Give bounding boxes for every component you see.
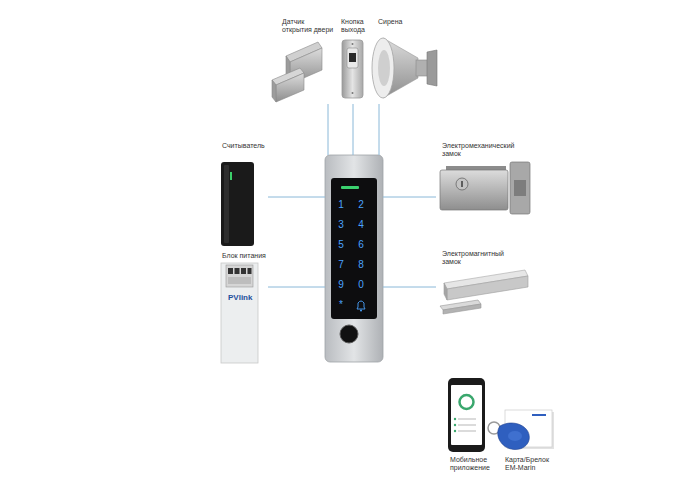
device-label: Считыватель (222, 142, 265, 150)
connection-line (328, 104, 329, 155)
button-key (347, 48, 358, 68)
connection-line (268, 197, 325, 198)
electromechanical-lock-picture (440, 162, 530, 214)
controller-housing (325, 155, 383, 362)
connection-line (268, 287, 325, 288)
key-label: 4 (354, 219, 368, 231)
phone-body (448, 378, 485, 452)
key-label: 5 (334, 239, 348, 251)
fingerprint-sensor (340, 325, 358, 343)
phone-screen (451, 385, 482, 445)
reader: Считыватель (216, 138, 268, 250)
terminal (241, 268, 246, 274)
keyhole (461, 181, 463, 187)
terminal-row (228, 277, 251, 284)
terminal-block (226, 265, 253, 287)
key-fob (498, 423, 530, 450)
strike-opening (514, 180, 526, 196)
device-label: Карта/Брелок EM-Marin (505, 456, 555, 472)
magnet-body (276, 73, 304, 102)
bell-icon (357, 301, 365, 309)
magnet-end (444, 283, 447, 300)
status-led (341, 186, 359, 189)
siren-driver (416, 60, 428, 76)
siren-bracket (427, 50, 437, 86)
bell-icon (360, 310, 362, 312)
card-logo (532, 414, 546, 416)
connection-line (383, 287, 436, 288)
access-controller: 1234567890 * (325, 155, 383, 362)
psu-case (221, 263, 258, 363)
lock-plate (446, 166, 506, 170)
key-label: 9 (334, 279, 348, 291)
exit-icon (349, 53, 356, 62)
lock-body (440, 170, 508, 210)
connection-line (379, 104, 380, 155)
door-sensor: Датчик открытия двери (266, 14, 338, 104)
terminal (228, 268, 233, 274)
connection-line (383, 197, 436, 198)
key-label: 3 (334, 219, 348, 231)
app-row (458, 424, 476, 425)
power-supply: Блок питания (216, 250, 268, 364)
exit-button: Кнопка выхода (338, 14, 371, 104)
app-row (458, 418, 476, 419)
key-label: 1 (334, 199, 348, 211)
siren-mouth (372, 38, 394, 98)
magnet-side (272, 80, 276, 102)
fob-face (508, 431, 522, 441)
electromagnetic-lock: Электромагнитный замок (436, 248, 534, 328)
brand-label: PVlink (228, 293, 252, 302)
device-label: Сирена (378, 18, 403, 26)
terminal (235, 268, 240, 274)
screw (352, 43, 354, 45)
connection-line (353, 104, 354, 155)
reader-edge (224, 165, 229, 243)
siren-inner (378, 50, 390, 86)
key-label: * (334, 299, 348, 311)
phone-picture (448, 378, 485, 452)
device-label: Электромагнитный замок (442, 250, 518, 266)
key-label: 8 (354, 259, 368, 271)
lock-cylinder (456, 178, 468, 190)
screw (352, 92, 354, 94)
card-fob: Карта/Брелок EM-Marin (496, 404, 557, 476)
key-label: 0 (354, 279, 368, 291)
door-sensor-picture (272, 42, 322, 102)
reader-led (230, 172, 232, 180)
strike-plate (510, 162, 530, 214)
siren-picture (372, 38, 437, 98)
device-label: Кнопка выхода (341, 18, 369, 34)
keypad-panel (331, 178, 377, 319)
device-label: Блок питания (222, 252, 266, 260)
device-label: Датчик открытия двери (282, 18, 336, 34)
app-dot (454, 418, 456, 420)
terminal (248, 268, 252, 274)
exit-button-picture (342, 40, 363, 98)
device-label: Электромеханический замок (442, 142, 518, 158)
card-fob-picture (488, 410, 554, 450)
key-label: 2 (354, 199, 368, 211)
electromagnetic-lock-picture (440, 270, 528, 314)
app-dot (454, 424, 456, 426)
siren: Сирена (370, 14, 440, 104)
app-dot (454, 430, 456, 432)
controller-picture (325, 155, 383, 362)
button-plate (342, 40, 363, 98)
reader-body (221, 162, 254, 246)
reader-picture (221, 162, 254, 246)
app-row (458, 430, 476, 431)
device-label: Мобильное приложение (450, 456, 494, 472)
key-label: 6 (354, 239, 368, 251)
magnet-front (447, 276, 528, 300)
electromechanical-lock: Электромеханический замок (436, 140, 534, 218)
mobile-app: Мобильное приложение (444, 376, 496, 476)
app-ring (460, 395, 474, 409)
power-supply-picture (221, 263, 258, 363)
key-label: 7 (334, 259, 348, 271)
armature-edge (443, 304, 481, 314)
